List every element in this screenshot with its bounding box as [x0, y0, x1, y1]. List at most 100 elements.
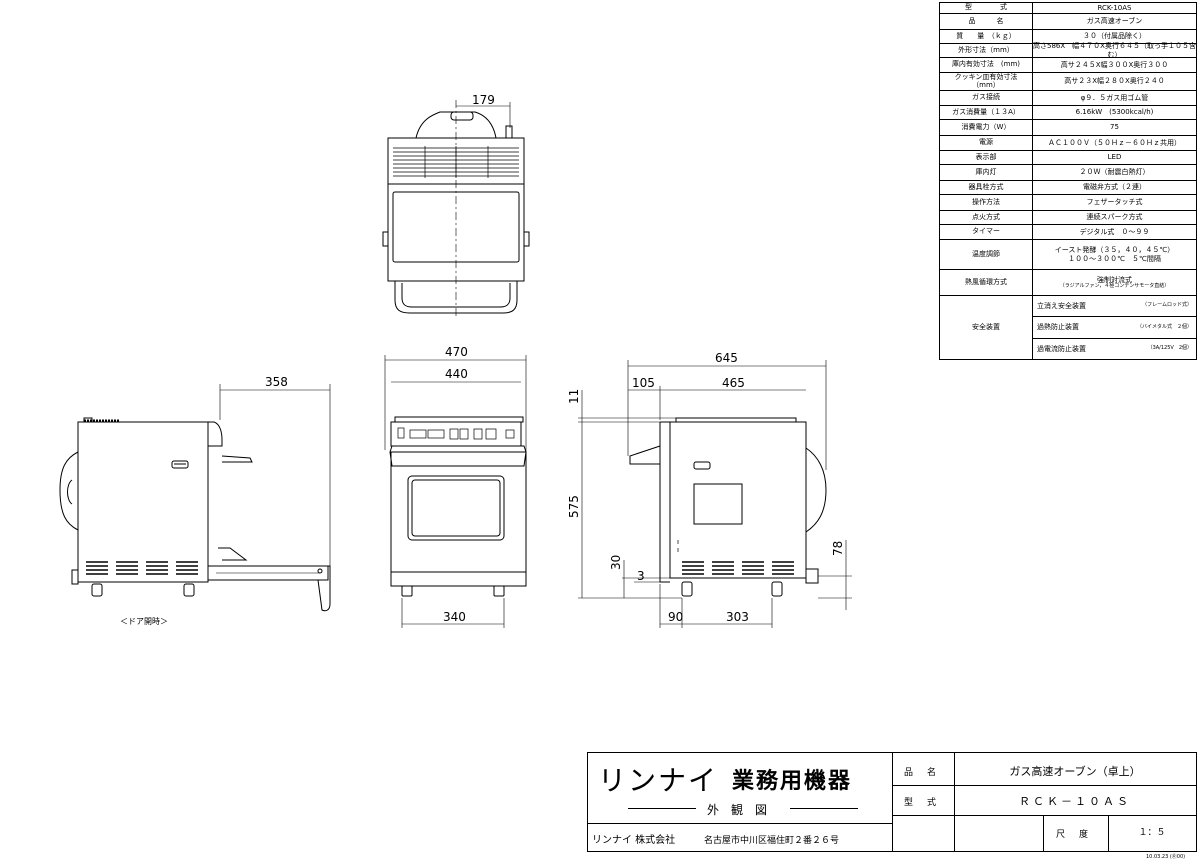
spec-row: 電源 ＡＣ１００Ｖ（５０Ｈｚ－６０Ｈｚ共用）: [940, 135, 1196, 150]
spec-key: 電源: [940, 136, 1033, 150]
dim-side-top: 11: [567, 389, 581, 404]
spec-value-text: RCK-10AS: [1097, 3, 1132, 12]
door-open-caption: ＜ドア開時＞: [120, 617, 168, 626]
spec-value-text: 75: [1110, 123, 1119, 132]
spec-row: ガス消費量（１３A） 6.16kW (5300kcal/h): [940, 105, 1196, 119]
revision-note: 10.03.23 (Ⓡ00): [1146, 854, 1186, 860]
spec-value-text: φ９．５ガス用ゴム管: [1080, 93, 1149, 102]
spec-value: 強制対流式（ラジアルファン，４極コンデンサモータ直結）: [1033, 270, 1196, 295]
spec-row: 点火方式 連続スパーク方式: [940, 210, 1196, 224]
dim-side-feet-span: 303: [726, 610, 749, 624]
spec-value: デジタル式 ０～９９: [1033, 225, 1196, 239]
spec-key: 表示部: [940, 151, 1033, 164]
top-view: [382, 100, 530, 318]
scale-value: １：５: [1138, 828, 1166, 838]
dim-side-body: 465: [722, 376, 745, 390]
spec-value: ガス高速オーブン: [1033, 14, 1196, 29]
spec-key: 操作方法: [940, 195, 1033, 210]
spec-value-text-2: １００～３００℃ ５℃間隔: [1068, 254, 1161, 263]
spec-value-text: LED: [1107, 153, 1122, 162]
safety-device: 過電流防止装置（3A/125V 2個）: [1033, 337, 1196, 359]
spec-row: 器具栓方式電磁弁方式（２連）: [940, 180, 1196, 194]
safety-device: 過熱防止装置（バイメタル式 ２個）: [1033, 316, 1196, 337]
dim-side-foot-gap: 3: [637, 569, 645, 583]
front-view: [384, 355, 527, 628]
spec-value: φ９．５ガス用ゴム管: [1033, 91, 1196, 105]
spec-value: 連続スパーク方式: [1033, 211, 1196, 224]
spec-value: ２０Ｗ（耐震白熱灯）: [1033, 165, 1196, 180]
spec-value-text: イースト発酵（３５，４０，４５℃）: [1054, 246, 1175, 255]
spec-value: 高サ２３X幅２８０X奥行２４０: [1033, 73, 1196, 90]
dim-side-gas-h: 78: [831, 541, 845, 556]
spec-key: 温度調節: [940, 240, 1033, 269]
spec-value-text: 高サ２３X幅２８０X奥行２４０: [1064, 77, 1165, 86]
label-model: 型式: [904, 798, 951, 808]
spec-row: 品 名ガス高速オーブン: [940, 13, 1196, 29]
spec-value-text: 6.16kW (5300kcal/h): [1075, 108, 1154, 117]
safety-device-name: 過熱防止装置: [1037, 323, 1079, 332]
dim-side-height: 575: [567, 495, 581, 518]
safety-device: 立消え安全装置 （フレームロッド式）: [1033, 296, 1196, 316]
spec-value: ＡＣ１００Ｖ（５０Ｈｚ－６０Ｈｚ共用）: [1033, 136, 1196, 150]
spec-value: フェザータッチ式: [1033, 195, 1196, 210]
spec-key: 熱風循環方式: [940, 270, 1033, 295]
company-address: 名古屋市中川区福住町２番２６号: [704, 836, 840, 846]
spec-value-text: 電磁弁方式（２連）: [1083, 183, 1146, 192]
spec-value: LED: [1033, 151, 1196, 164]
safety-device-name: 立消え安全装置: [1037, 302, 1086, 311]
spec-value-text: デジタル式 ０～９９: [1079, 227, 1150, 236]
spec-row: 庫内灯 ２０Ｗ（耐震白熱灯）: [940, 164, 1196, 180]
spec-row: 表示部 LED: [940, 150, 1196, 164]
spec-key: ガス接続: [940, 91, 1033, 105]
label-scale: 尺度: [1056, 830, 1103, 840]
dim-front-inner: 440: [445, 367, 468, 381]
spec-value-text: 連続スパーク方式: [1086, 213, 1143, 222]
spec-row: 安全装置立消え安全装置 （フレームロッド式） 過熱防止装置（バイメタル式 ２個）過電…: [940, 295, 1196, 359]
dim-side-handle: 105: [632, 376, 655, 390]
spec-row: 質 量 （ｋｇ）３０（付属品除く）: [940, 29, 1196, 43]
spec-value-text: ２０Ｗ（耐震白熱灯）: [1079, 168, 1150, 177]
dim-front-feet: 340: [443, 610, 466, 624]
door-open-view: [59, 384, 331, 612]
dim-front-width: 470: [445, 345, 468, 359]
dim-side-depth: 645: [715, 351, 738, 365]
spec-row: 操作方法 フェザータッチ式: [940, 194, 1196, 210]
safety-device-note: （3A/125V 2個）: [1147, 344, 1192, 351]
spec-value-text: ＡＣ１００Ｖ（５０Ｈｚ－６０Ｈｚ共用）: [1048, 138, 1181, 147]
spec-key: 安全装置: [940, 296, 1033, 359]
spec-key: 消費電力（W）: [940, 120, 1033, 135]
safety-device-note: （フレームロッド式）: [1142, 302, 1192, 309]
spec-value: 立消え安全装置 （フレームロッド式） 過熱防止装置（バイメタル式 ２個）過電流防止装…: [1033, 296, 1196, 359]
model-number: ＲＣＫ－１０ＡＳ: [1019, 795, 1131, 808]
spec-row: 温度調節 イースト発酵（３５，４０，４５℃）１００～３００℃ ５℃間隔: [940, 239, 1196, 269]
spec-key: タイマー: [940, 225, 1033, 239]
sheet-title: 外観図: [628, 801, 858, 818]
spec-key: 質 量 （ｋｇ）: [940, 30, 1033, 43]
side-view: [578, 360, 852, 628]
spec-key: 品 名: [940, 14, 1033, 29]
company-name: リンナイ 株式会社: [592, 835, 676, 846]
dimension-labels: 179 358 470 440 340 645 105 465 11 575 3…: [120, 93, 845, 626]
spec-key: 点火方式: [940, 211, 1033, 224]
spec-row: 熱風循環方式強制対流式（ラジアルファン，４極コンデンサモータ直結）: [940, 269, 1196, 295]
brand-subtitle: 業務用機器: [732, 769, 853, 794]
product-name: ガス高速オーブン（卓上）: [1009, 765, 1141, 778]
spec-row: 外形寸法（mm）高さ586X 幅４７０X奥行６４５（取っ手１０５含む）: [940, 42, 1196, 59]
spec-value: 電磁弁方式（２連）: [1033, 181, 1196, 194]
spec-value-text: 強制対流式: [1097, 275, 1132, 284]
dim-side-front-feet: 90: [668, 610, 683, 624]
spec-value-text: フェザータッチ式: [1086, 198, 1143, 207]
spec-value-text: 高サ２４５X幅３００X奥行３００: [1060, 60, 1169, 69]
dim-top-offset: 179: [472, 93, 495, 107]
dim-side-foot-h: 30: [609, 555, 623, 570]
brand-logo: リンナイ: [598, 764, 719, 797]
title-block: リンナイ 業務用機器 外観図 リンナイ 株式会社 名古屋市中川区福住町２番２６号…: [587, 752, 1197, 852]
spec-key: 庫内灯: [940, 165, 1033, 180]
spec-key: クッキン皿有効寸法 （mm）: [940, 73, 1033, 90]
spec-key: 外形寸法（mm）: [940, 44, 1033, 57]
spec-key: ガス消費量（１３A）: [940, 106, 1033, 119]
spec-value-text: 高さ586X 幅４７０X奥行６４５（取っ手１０５含む）: [1033, 42, 1196, 59]
